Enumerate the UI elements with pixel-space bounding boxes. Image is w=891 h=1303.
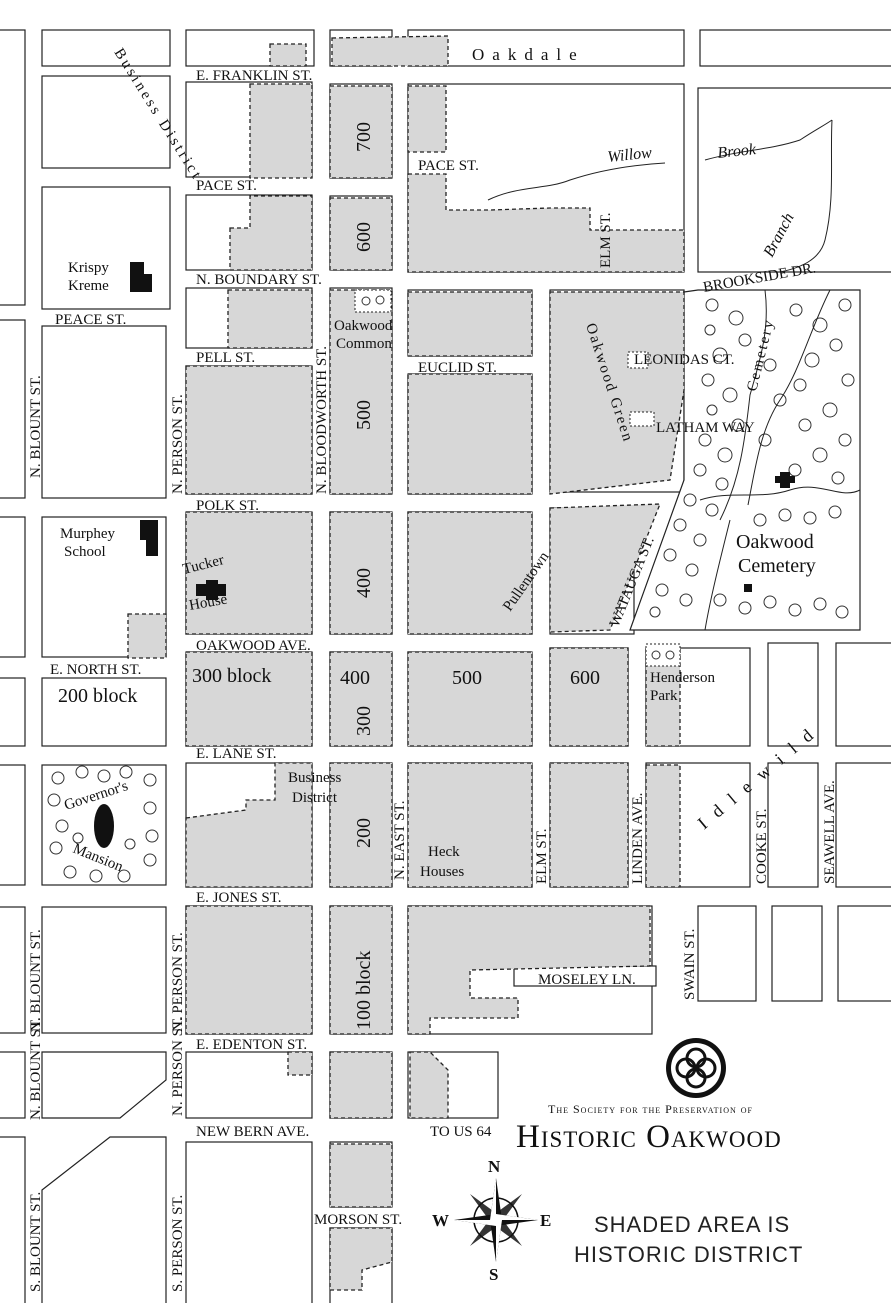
compass-n: N <box>488 1157 501 1176</box>
compass-w: W <box>432 1211 449 1230</box>
historic-district-shading <box>127 35 685 1291</box>
henderson-label: Henderson <box>650 670 715 686</box>
linden-ave-label: LINDEN AVE. <box>630 793 646 884</box>
district-label: District <box>292 790 338 806</box>
n-blount-st-label-2: N. BLOUNT ST. <box>28 929 44 1032</box>
heck-label: Heck <box>428 844 460 860</box>
n-blount-st-label-1: N. BLOUNT ST. <box>28 375 44 478</box>
cemetery-trees <box>649 298 855 619</box>
n-person-st-label-1: N. PERSON ST. <box>170 394 186 494</box>
society-logo <box>666 1038 726 1098</box>
governors-mansion-trees <box>47 765 159 883</box>
new-bern-ave-label: NEW BERN AVE. <box>196 1124 309 1140</box>
legend-line1: SHADED AREA IS <box>594 1212 790 1237</box>
pell-st-label: PELL ST. <box>196 350 255 366</box>
seawell-ave-label: SEAWELL AVE. <box>822 780 838 884</box>
krispy-label: Krispy <box>68 260 109 276</box>
compass-s: S <box>489 1265 498 1284</box>
moseley-ln-label: MOSELEY LN. <box>538 972 636 988</box>
to-us64-label: TO US 64 <box>430 1124 492 1140</box>
s-person-st-label: S. PERSON ST. <box>170 1195 186 1292</box>
oakdale-label: Oakdale <box>472 45 585 64</box>
pace-st-label: PACE ST. <box>196 178 257 194</box>
society-line2: Historic Oakwood <box>516 1119 782 1155</box>
block-300v-label: 300 <box>353 706 375 736</box>
block-500h-label: 500 <box>452 667 482 689</box>
block-400-label: 400 <box>340 667 370 689</box>
block-200-block-label: 200 block <box>58 685 137 707</box>
n-person-st-label-3: N. PERSON ST. <box>170 1016 186 1116</box>
school-label: School <box>64 544 106 560</box>
e-jones-st-label: E. JONES ST. <box>196 890 282 906</box>
oakwood-ave-label: OAKWOOD AVE. <box>196 638 311 654</box>
elm-st-label-1: ELM ST. <box>598 212 614 268</box>
euclid-st-label: EUCLID ST. <box>418 360 497 376</box>
pace-st-east-label: PACE ST. <box>418 158 479 174</box>
block-500-label: 500 <box>353 400 375 430</box>
kreme-label: Kreme <box>68 278 109 294</box>
brook-label: Brook <box>717 141 758 162</box>
park-label: Park <box>650 688 678 704</box>
willow-label: Willow <box>607 144 653 166</box>
elm-st-label-2: ELM ST. <box>534 828 550 884</box>
latham-way-label: LATHAM WAY <box>656 420 755 436</box>
peace-st-label: PEACE ST. <box>55 312 126 328</box>
compass-rose <box>454 1178 538 1262</box>
e-lane-st-label: E. LANE ST. <box>196 746 277 762</box>
polk-st-label: POLK ST. <box>196 498 259 514</box>
e-franklin-st-label: E. FRANKLIN ST. <box>196 68 312 84</box>
block-300-block-label: 300 block <box>192 665 271 687</box>
house-label: House <box>188 591 229 613</box>
oakwood-common-label-2: Common <box>336 336 392 352</box>
houses-label: Houses <box>420 864 464 880</box>
e-north-st-label: E. NORTH ST. <box>50 662 141 678</box>
n-blount-st-label-3: N. BLOUNT ST. <box>28 1017 44 1120</box>
n-boundary-st-label: N. BOUNDARY ST. <box>196 272 322 288</box>
leonidas-ct-label: LEONIDAS CT. <box>634 352 735 368</box>
block-200v-label: 200 <box>353 818 375 848</box>
block-labels: 700 600 500 400 300 block 400 500 600 30… <box>58 122 600 1030</box>
compass-e: E <box>540 1211 551 1230</box>
s-blount-st-label: S. BLOUNT ST. <box>28 1192 44 1292</box>
n-bloodworth-st-label: N. BLOODWORTH ST. <box>314 346 330 494</box>
oakwood-cemetery-label-2: Cemetery <box>738 555 816 577</box>
cooke-st-label: COOKE ST. <box>754 808 770 884</box>
n-person-st-label-2: N. PERSON ST. <box>170 932 186 1032</box>
murphey-label: Murphey <box>60 526 115 542</box>
block-600-label: 600 <box>353 222 375 252</box>
block-100-block-label: 100 block <box>353 951 375 1030</box>
block-700-label: 700 <box>353 122 375 152</box>
e-edenton-st-label: E. EDENTON ST. <box>196 1037 307 1053</box>
morson-st-label: MORSON ST. <box>314 1212 402 1228</box>
swain-st-label: SWAIN ST. <box>682 929 698 1000</box>
legend-line2: HISTORIC DISTRICT <box>574 1242 803 1267</box>
n-east-st-label: N. EAST ST. <box>392 801 408 880</box>
oakwood-common-label-1: Oakwood <box>334 318 393 334</box>
oakwood-cemetery-label-1: Oakwood <box>736 531 814 553</box>
business-label: Business <box>288 770 342 786</box>
block-400v-label: 400 <box>353 568 375 598</box>
society-line1: The Society for the Preservation of <box>548 1102 753 1116</box>
block-600h-label: 600 <box>570 667 600 689</box>
